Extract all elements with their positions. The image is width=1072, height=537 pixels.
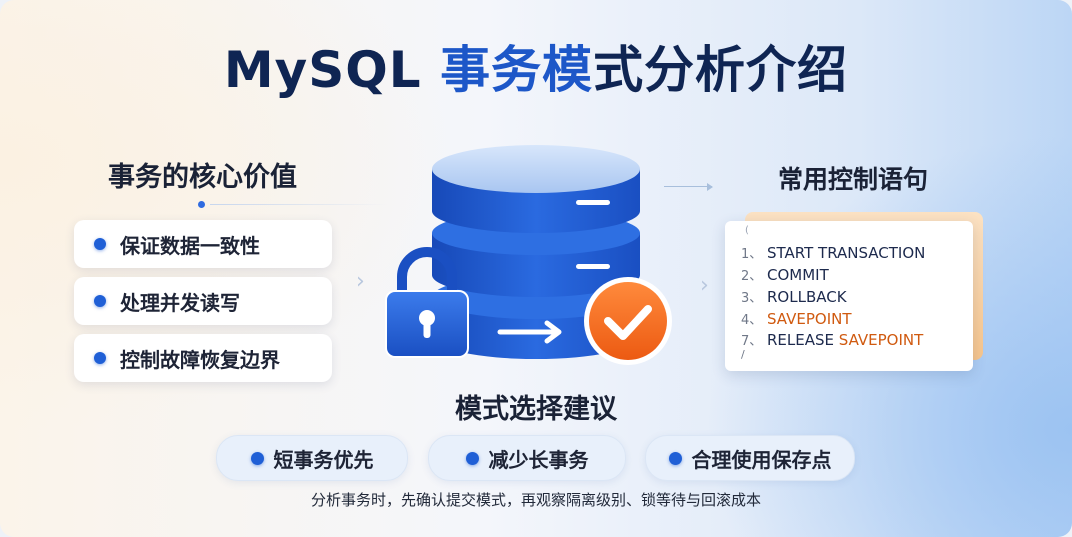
title-suffix: 式分析介绍 [593,41,849,99]
value-card: 处理并发读写 [74,277,332,325]
value-label: 保证数据一致性 [120,233,260,258]
line-number: 4、 [741,313,763,328]
line-number: 1、 [741,247,763,262]
sql-keyword: SAVEPOINT [767,310,852,328]
arrow-right-icon [497,320,562,344]
sql-keyword: ROLLBACK [767,288,847,306]
code-line: 3、 ROLLBACK [741,287,847,306]
mode-pill: 合理使用保存点 [645,435,855,481]
sql-keyword-highlight: SAVEPOINT [838,331,924,349]
line-number: 2、 [741,269,763,284]
mode-heading: 模式选择建议 [455,394,617,425]
core-value-heading: 事务的核心价值 [108,162,297,193]
bullet-dot [465,451,479,465]
heading-underline [210,204,388,205]
footnote: 分析事务时，先确认提交模式，再观察隔离级别、锁等待与回滚成本 [310,491,761,509]
value-label: 处理并发读写 [120,290,240,315]
heading-dot [198,201,205,208]
sql-keyword: START TRANSACTION [767,244,926,262]
lock-icon [385,247,469,358]
mode-pill: 减少长事务 [428,435,626,481]
title-highlight: 事务模 [440,41,594,99]
bullet-dot [250,451,264,465]
mode-label: 短事务优先 [273,447,374,472]
mode-label: 减少长事务 [488,447,589,472]
chevron-right-icon: › [700,273,709,298]
code-line: 7、 RELEASE SAVEPOINT [741,330,923,349]
code-end-mark: / [741,348,745,361]
database-icon [432,145,640,359]
bullet-dot [94,238,106,250]
value-card: 控制故障恢复边界 [74,334,332,382]
mode-pill: 短事务优先 [216,435,408,481]
arrow-right-icon [664,183,713,191]
code-line: 1、 START TRANSACTION [741,243,925,262]
bullet-dot [94,295,106,307]
bullet-dot [94,352,106,364]
code-line: 4、 SAVEPOINT [741,309,852,328]
sql-keyword: COMMIT [767,266,829,284]
sql-keyword: RELEASE [767,331,839,349]
value-label: 控制故障恢复边界 [120,347,280,372]
mode-label: 合理使用保存点 [691,447,832,472]
code-card: ( 1、 START TRANSACTION 2、 COMMIT 3、 ROLL… [725,221,973,371]
line-number: 7、 [741,334,763,349]
checkmark-icon [584,277,672,365]
database-illustration [385,145,672,365]
code-mark: ( [745,225,749,236]
value-card: 保证数据一致性 [74,220,332,268]
chevron-right-icon: › [356,269,365,294]
code-line: 2、 COMMIT [741,265,829,284]
line-number: 3、 [741,291,763,306]
control-statements-heading: 常用控制语句 [778,165,929,194]
bullet-dot [668,451,682,465]
title-prefix: MySQL [223,41,441,99]
page-title: MySQL 事务模式分析介绍 [0,30,1072,102]
